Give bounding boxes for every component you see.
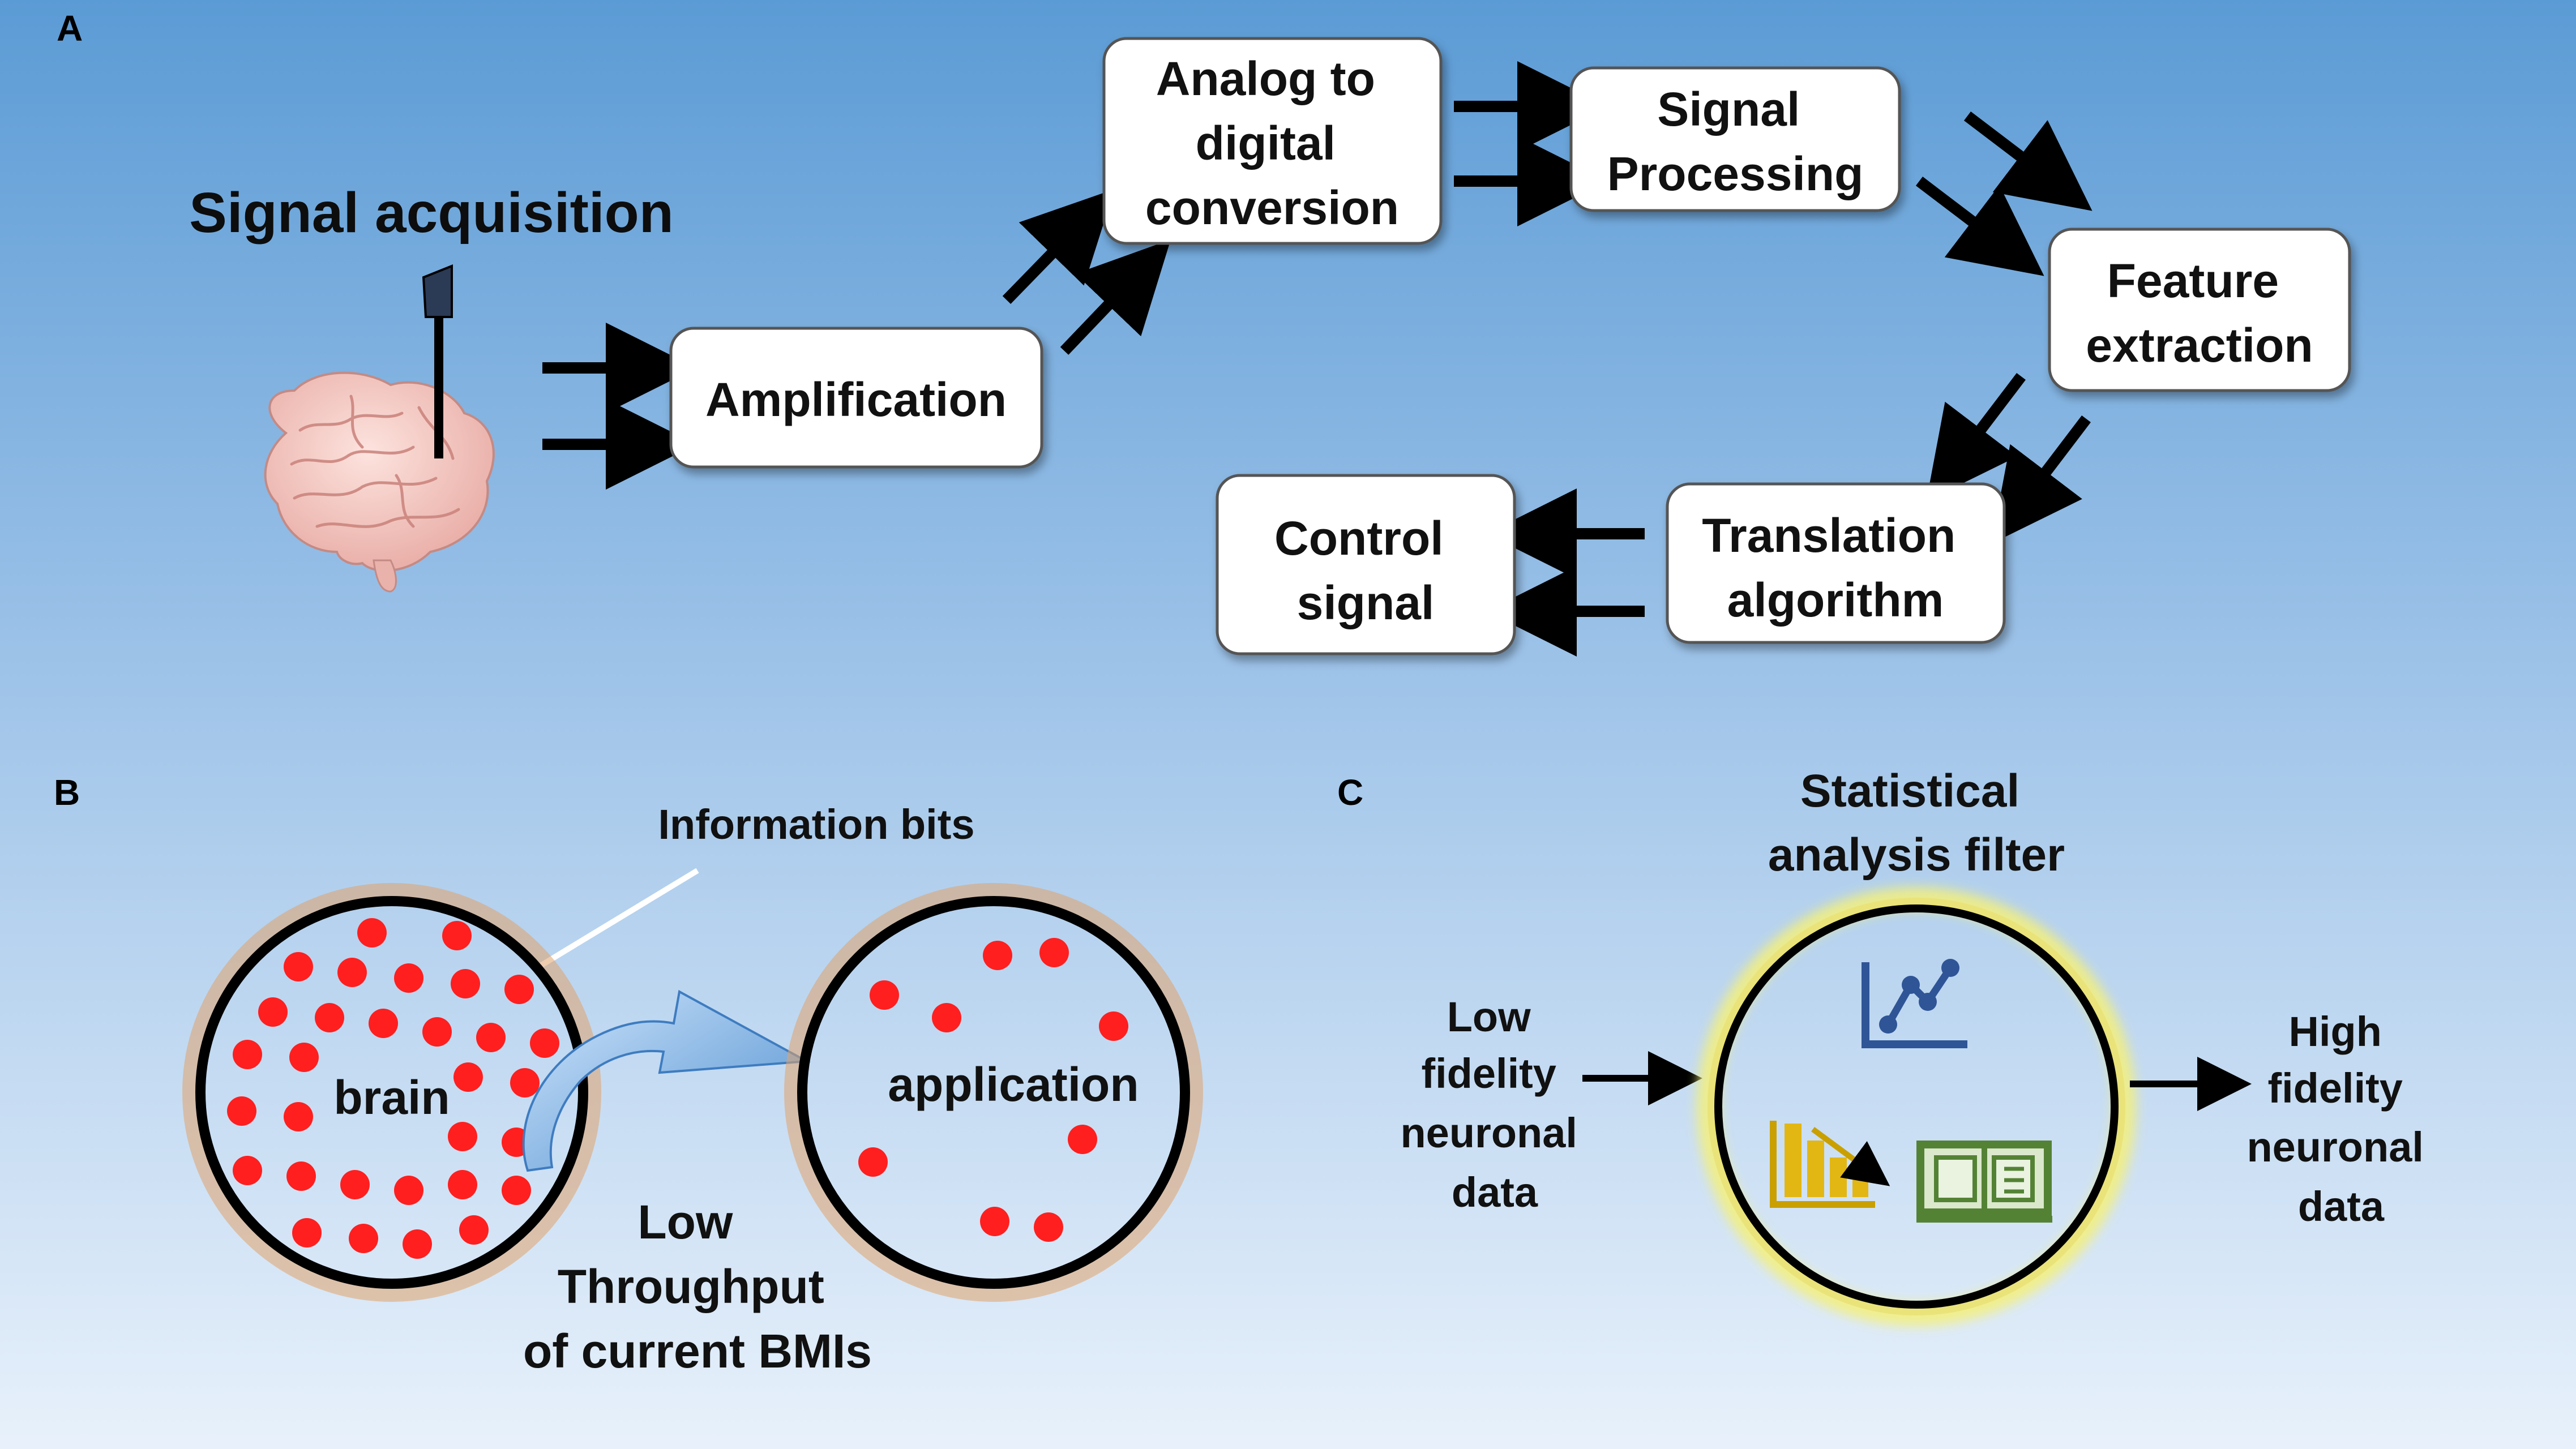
brain-circle-label: brain [333,1071,450,1124]
svg-text:Low fidelity neuro: Low fidelity neuronal data [1400,993,1589,1216]
panel-a: A Signal acquisition [57,8,2351,657]
svg-text:Translation algorithm: Translation algorithm [1702,509,1969,627]
arrow-fe-to-ta-1 [1926,372,2026,501]
translation-algorithm-label-line-1: Translation [1702,509,1955,562]
feature-extraction-label-line-1: Feature [2107,254,2279,307]
signal-acquisition-label: Signal acquisition [189,181,674,245]
svg-text:Signal Processing: Signal Processing [1607,83,1864,200]
bar-chart-down-icon [1770,1121,1890,1208]
signal-processing-box: Signal Processing [1569,66,1901,212]
brain-information-bits [227,918,559,1259]
throughput-caption-line-2: Throughput [558,1260,824,1313]
translation-algorithm-box: Translation algorithm [1666,482,2006,644]
low-fidelity-label-line-1: Low [1447,993,1531,1040]
translation-algorithm-label-line-2: algorithm [1727,573,1944,627]
panel-b-letter: B [54,772,80,813]
application-circle-label: application [888,1058,1139,1111]
svg-text:Low Throughput of: Low Throughput of current BMIs [523,1195,872,1378]
filter-title-line-2: analysis filter [1768,829,2065,881]
low-fidelity-label-line-3: neuronal [1400,1109,1577,1156]
panel-c: C Statistical analysis filter Low fideli… [1337,765,2435,1326]
arrow-sp-to-fe-2 [1915,177,2044,276]
svg-text:Feature extraction: Feature extraction [2086,254,2313,372]
svg-text:High fidelity neur: High fidelity neuronal data [2246,1008,2435,1230]
flow-arrows [542,61,2093,657]
svg-text:Control signal: Control signal [1274,512,1457,629]
open-book-icon [1916,1141,2052,1223]
brain-electrode-illustration [264,264,495,593]
panel-b: B Information bits brain [54,772,1203,1378]
throughput-caption-line-1: Low [637,1195,733,1249]
application-information-bits [858,938,1128,1242]
arrow-amp-to-adc-2 [1060,239,1171,355]
svg-text:Analog to digital: Analog to digital conversion [1145,52,1399,234]
brain-circle: brain [182,883,601,1302]
line-chart-icon [1862,959,1967,1048]
panel-c-letter: C [1337,772,1363,813]
filter-title-line-1: Statistical [1800,765,2019,817]
signal-processing-label-line-1: Signal [1657,83,1800,136]
high-fidelity-label-line-4: data [2298,1183,2385,1230]
high-fidelity-label-line-2: fidelity [2267,1065,2402,1112]
amplification-label: Amplification [705,373,1007,426]
panel-a-letter: A [57,8,83,49]
low-fidelity-label-line-2: fidelity [1421,1050,1556,1097]
signal-processing-label-line-2: Processing [1607,147,1864,200]
control-signal-label-line-2: signal [1297,576,1435,629]
arrow-amp-to-adc-1 [1002,188,1115,304]
information-bits-label: Information bits [658,801,974,848]
high-fidelity-label-line-1: High [2289,1008,2382,1055]
adc-label-line-1: Analog to [1156,52,1375,105]
adc-box: Analog to digital conversion [1102,37,1443,245]
statistical-filter-circle [1697,887,2136,1326]
feature-extraction-box: Feature extraction [2048,228,2351,392]
svg-text:Statistical analysis fil: Statistical analysis filter [1768,765,2065,881]
information-flow-arrow [522,989,811,1172]
throughput-caption-line-3: of current BMIs [523,1324,872,1378]
adc-label-line-3: conversion [1145,181,1399,234]
feature-extraction-label-line-2: extraction [2086,319,2313,372]
control-signal-label-line-1: Control [1274,512,1444,565]
application-circle: application [784,883,1203,1302]
control-signal-box: Control signal [1216,474,1516,655]
arrow-fe-to-ta-2 [1991,415,2091,544]
high-fidelity-label-line-3: neuronal [2246,1124,2423,1171]
amplification-box: Amplification [669,327,1043,469]
adc-label-line-2: digital [1196,117,1336,170]
low-fidelity-label-line-4: data [1452,1169,1538,1216]
information-bits-pointer [533,868,699,972]
electrode-tip [422,264,453,318]
arrow-sp-to-fe-1 [1963,112,2093,211]
